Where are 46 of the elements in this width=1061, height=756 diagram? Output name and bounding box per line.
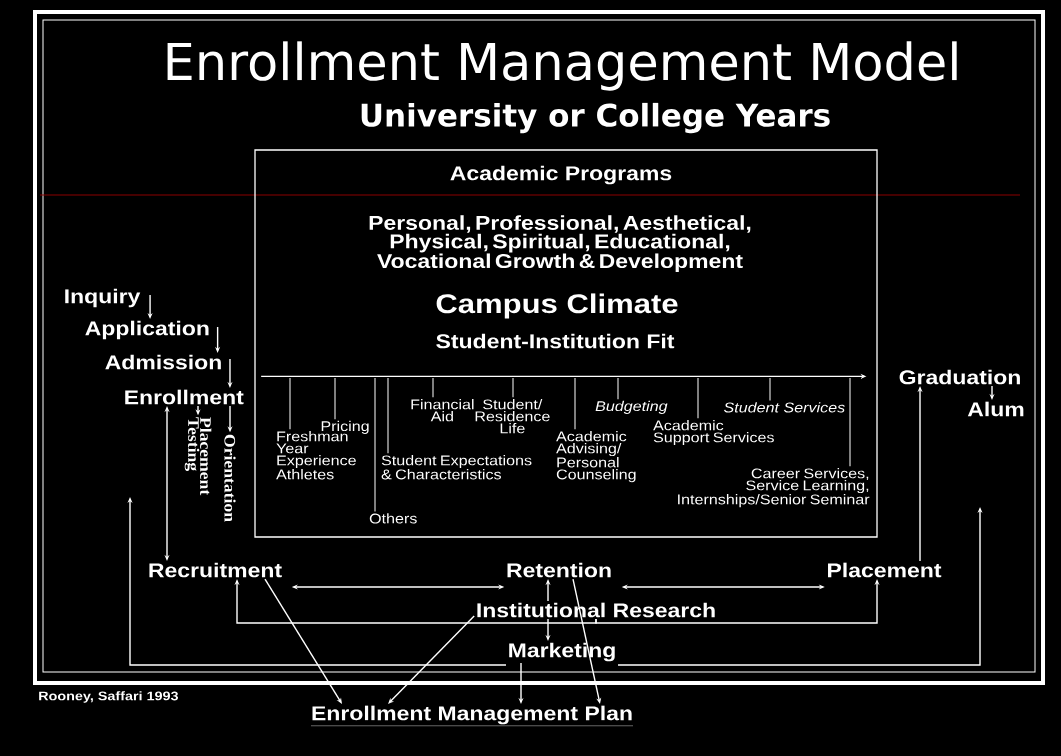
stage-label: Inquiry — [65, 288, 141, 308]
arrow — [215, 326, 221, 353]
tick-line — [697, 377, 699, 419]
arrow — [234, 579, 597, 624]
stage-label: Recruitment — [149, 562, 282, 578]
plan-title: Enrollment Management Plan — [310, 705, 634, 726]
tick-line — [432, 377, 434, 398]
arrow — [388, 615, 475, 704]
item-text: Others — [369, 513, 417, 524]
title: Enrollment Management Model — [167, 41, 957, 91]
item-text: Budgeting — [595, 400, 668, 414]
tick-line — [769, 377, 771, 401]
box-heading: Campus Climate — [436, 293, 678, 319]
rotated-label: Orientation — [224, 434, 236, 522]
stage-label: Retention — [507, 562, 611, 578]
arrow — [164, 406, 170, 561]
item-text: Student/ Residence Life — [475, 399, 550, 434]
item-text: Academic Advising/ Personal Counseling — [556, 431, 636, 483]
box-heading: Academic Programs — [450, 165, 672, 185]
stage-label: Placement — [828, 562, 942, 578]
item-text: Student Expectations & Characteristics — [381, 455, 532, 480]
tick-line — [374, 377, 376, 512]
stage-label: Application — [85, 320, 209, 340]
stage-label: Admission — [105, 354, 221, 370]
stage-label: Alum — [967, 401, 1024, 417]
arrow — [572, 578, 602, 704]
item-text: Academic Support Services — [653, 420, 774, 446]
rotated-label: Placement Testing — [184, 417, 212, 496]
item-text: Student Services — [723, 402, 845, 413]
arrow — [264, 578, 342, 704]
item-text: Career Services, Service Learning, Internships/Senior Seminar — [678, 468, 870, 508]
subtitle: University or College Years — [361, 102, 830, 134]
tick-line — [849, 377, 851, 467]
item-text: Financial Aid — [411, 399, 474, 422]
tick-line — [617, 377, 619, 400]
arrow — [127, 497, 507, 666]
tick-line — [512, 377, 514, 398]
stage-label: Graduation — [899, 369, 1020, 385]
subheading: Student-Institution Fit — [436, 333, 675, 349]
tick-line — [289, 377, 291, 430]
body-text: Personal, Professional, Aesthetical, Physical, Spiritual, Educational, Vocational Growth & Development — [369, 215, 751, 273]
tick-line — [574, 377, 576, 430]
stage-label: Enrollment — [125, 389, 244, 405]
tick-line — [387, 377, 389, 454]
source-note: Rooney, Saffari 1993 — [39, 691, 178, 703]
tick-line — [334, 377, 336, 420]
